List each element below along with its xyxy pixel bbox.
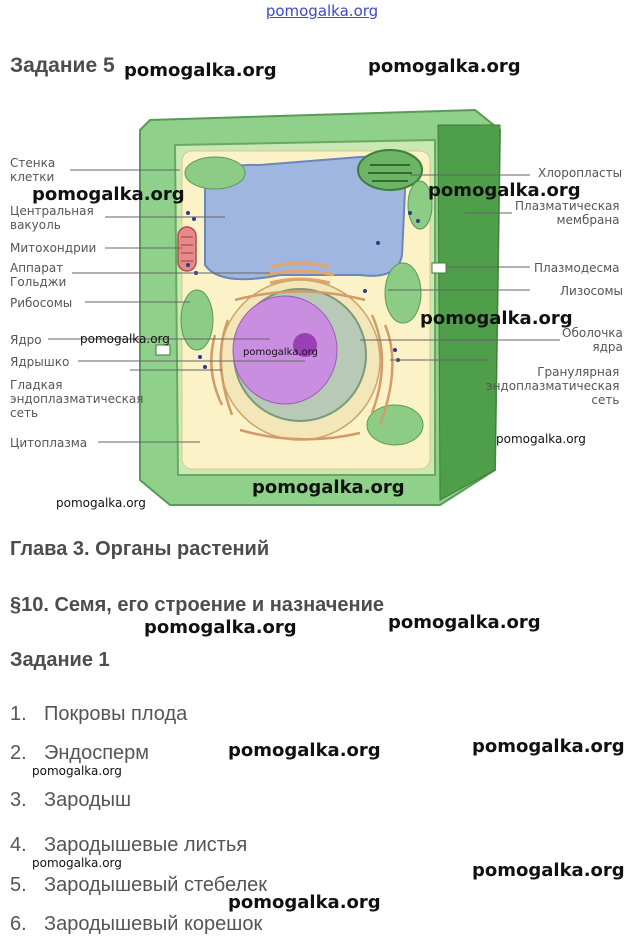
task5-title: Задание 5 (10, 54, 115, 77)
list-item-text: Покровы плода (44, 703, 188, 725)
label-ribosomes: Рибосомы (10, 296, 73, 310)
watermark: pomogalka.org (388, 612, 541, 633)
watermark: pomogalka.org (56, 496, 146, 510)
label-smooth-er: Гладкая эндоплазматическая сеть (10, 378, 144, 420)
plasmodesma (431, 262, 447, 274)
watermark: pomogalka.org (368, 56, 521, 77)
label-nucleus: Ядро (10, 333, 42, 347)
label-plasma-membrane: Плазматическая мембрана (515, 199, 620, 227)
list-item: 5. Зародышевый стебелек (10, 874, 267, 897)
endoplasmic-reticulum (210, 290, 394, 441)
list-item-number: 6. (10, 913, 27, 935)
label-cell-wall: Стенка клетки (10, 156, 56, 184)
section-title: §10. Семя, его строение и назначение (10, 594, 385, 616)
label-mitochondria: Митохондрии (10, 241, 97, 255)
list-item-number: 4. (10, 834, 27, 856)
list-item: 2. Эндосперм (10, 742, 149, 765)
list-item-number: 1. (10, 703, 27, 725)
top-watermark-link[interactable]: pomogalka.org (265, 2, 379, 20)
chapter-title: Глава 3. Органы растений (10, 538, 270, 560)
label-golgi: Аппарат Гольджи (10, 261, 67, 289)
chloroplasts (180, 149, 433, 446)
list-item-text: Зародыш (44, 789, 132, 811)
watermark: pomogalka.org (472, 736, 625, 757)
task1-title: Задание 1 (10, 649, 110, 671)
list-item-number: 5. (10, 874, 27, 896)
list-item: 3. Зародыш (10, 789, 131, 812)
watermark: pomogalka.org (124, 60, 277, 81)
list-item-text: Зародышевые листья (44, 834, 248, 856)
label-lysosomes: Лизосомы (560, 284, 624, 298)
watermark: pomogalka.org (496, 432, 586, 446)
watermark: pomogalka.org (228, 740, 381, 761)
leader-lines (48, 169, 560, 443)
list-item: 4. Зародышевые листья (10, 834, 247, 857)
label-central-vacuole: Центральная вакуоль (10, 204, 94, 232)
watermark: pomogalka.org (32, 184, 185, 205)
plant-cell-diagram (48, 108, 560, 506)
watermark: pomogalka.org (80, 332, 170, 346)
watermark: pomogalka.org (472, 860, 625, 881)
watermark: pomogalka.org (228, 892, 381, 913)
list-item: 6. Зародышевый корешок (10, 913, 262, 936)
watermark: pomogalka.org (144, 617, 297, 638)
list-item-text: Зародышевый корешок (44, 913, 263, 935)
watermark: pomogalka.org (428, 180, 581, 201)
label-nuclear-envelope: Оболочка ядра (562, 326, 623, 354)
label-cytoplasm: Цитоплазма (10, 436, 88, 450)
watermark: pomogalka.org (420, 308, 573, 329)
label-chloroplasts: Хлоропласты (538, 166, 623, 180)
label-nucleolus: Ядрышко (10, 355, 70, 369)
watermark: pomogalka.org (243, 347, 318, 358)
list-item-number: 3. (10, 789, 27, 811)
watermark: pomogalka.org (32, 856, 122, 870)
watermark: pomogalka.org (32, 764, 122, 778)
list-item-text: Эндосперм (44, 742, 150, 764)
ribosomes (186, 211, 420, 369)
list-item-text: Зародышевый стебелек (44, 874, 268, 896)
nucleolus (293, 333, 317, 357)
nucleus (219, 279, 381, 441)
label-plasmodesma: Плазмодесма (534, 261, 620, 275)
watermark: pomogalka.org (252, 477, 405, 498)
list-item-number: 2. (10, 742, 27, 764)
label-rough-er: Гранулярная эндоплазматическая сеть (486, 365, 620, 407)
list-item: 1. Покровы плода (10, 703, 187, 726)
